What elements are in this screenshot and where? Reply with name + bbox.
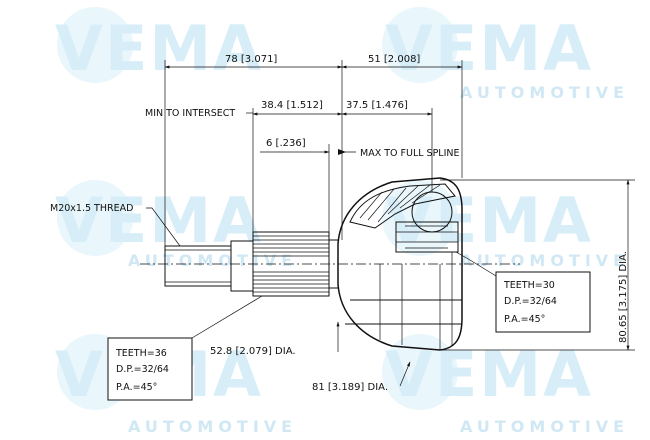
spec-inner-teeth: TEETH=30 xyxy=(503,280,555,291)
watermark-brand: VEMA xyxy=(385,184,593,257)
dim-78: 78 [3.071] xyxy=(225,54,277,65)
watermark-logo-icon xyxy=(382,334,458,410)
leader-thread xyxy=(146,207,181,247)
dim-81: 81 [3.189] DIA. xyxy=(312,382,388,393)
dim-38-4: 38.4 [1.512] xyxy=(261,100,323,111)
watermark-sub: AUTOMOTIVE xyxy=(460,251,629,270)
dim-80-65: 80.65 [3.175] DIA. xyxy=(618,251,629,343)
watermark-sub: AUTOMOTIVE xyxy=(460,417,629,436)
leader-inner-spec xyxy=(455,251,497,277)
watermark-brand: VEMA xyxy=(385,12,593,85)
outer-spline-teeth xyxy=(253,235,329,293)
dim-51: 51 [2.008] xyxy=(368,54,420,65)
spec-inner-dp: D.P.=32/64 xyxy=(504,296,557,307)
watermark-brand: VEMA xyxy=(385,338,593,411)
spec-outer-pa: P.A.=45° xyxy=(116,382,157,393)
watermark-brand: VEMA xyxy=(55,184,263,257)
dim-52-8: 52.8 [2.079] DIA. xyxy=(210,346,296,357)
watermark-sub: AUTOMOTIVE xyxy=(128,251,297,270)
watermark-sub: AUTOMOTIVE xyxy=(460,83,629,102)
note-thread: M20x1.5 THREAD xyxy=(50,203,133,214)
watermark-top-right: VEMA AUTOMOTIVE xyxy=(382,7,629,102)
spec-box-outer: TEETH=36 D.P.=32/64 P.A.=45° xyxy=(107,337,193,401)
watermark-logo-icon xyxy=(382,7,458,83)
watermark-mid-left: VEMA AUTOMOTIVE xyxy=(55,180,297,270)
watermark-mid-right: VEMA AUTOMOTIVE xyxy=(382,180,629,270)
dim-37-5: 37.5 [1.476] xyxy=(346,100,408,111)
cv-joint-outline xyxy=(164,177,463,351)
bell-housing xyxy=(337,177,463,351)
inner-race xyxy=(395,221,459,253)
spec-outer-teeth: TEETH=36 xyxy=(115,348,167,359)
leader-outer-spec xyxy=(191,295,263,339)
watermark-brand: VEMA xyxy=(55,12,263,85)
spec-inner-pa: P.A.=45° xyxy=(504,314,545,325)
dim-line-81 xyxy=(399,361,411,387)
watermark-sub: AUTOMOTIVE xyxy=(128,417,297,436)
note-min-intersect: MIN TO INTERSECT xyxy=(145,108,235,119)
note-max-spline: MAX TO FULL SPLINE xyxy=(360,148,460,159)
watermark-logo-icon xyxy=(57,7,133,83)
spec-outer-dp: D.P.=32/64 xyxy=(116,364,169,375)
outer-spline xyxy=(252,231,330,297)
spec-box-outer-frame xyxy=(107,337,193,401)
spec-box-inner: TEETH=30 D.P.=32/64 P.A.=45° xyxy=(495,271,591,333)
watermark-logo-icon xyxy=(57,180,133,256)
watermark-bottom-right: VEMA AUTOMOTIVE xyxy=(382,334,629,436)
bell-section-top xyxy=(349,183,456,229)
bell-hatch xyxy=(359,184,441,223)
spec-box-inner-frame xyxy=(495,271,591,333)
dim-6: 6 [.236] xyxy=(266,138,306,149)
watermark-top-left: VEMA xyxy=(55,7,263,85)
